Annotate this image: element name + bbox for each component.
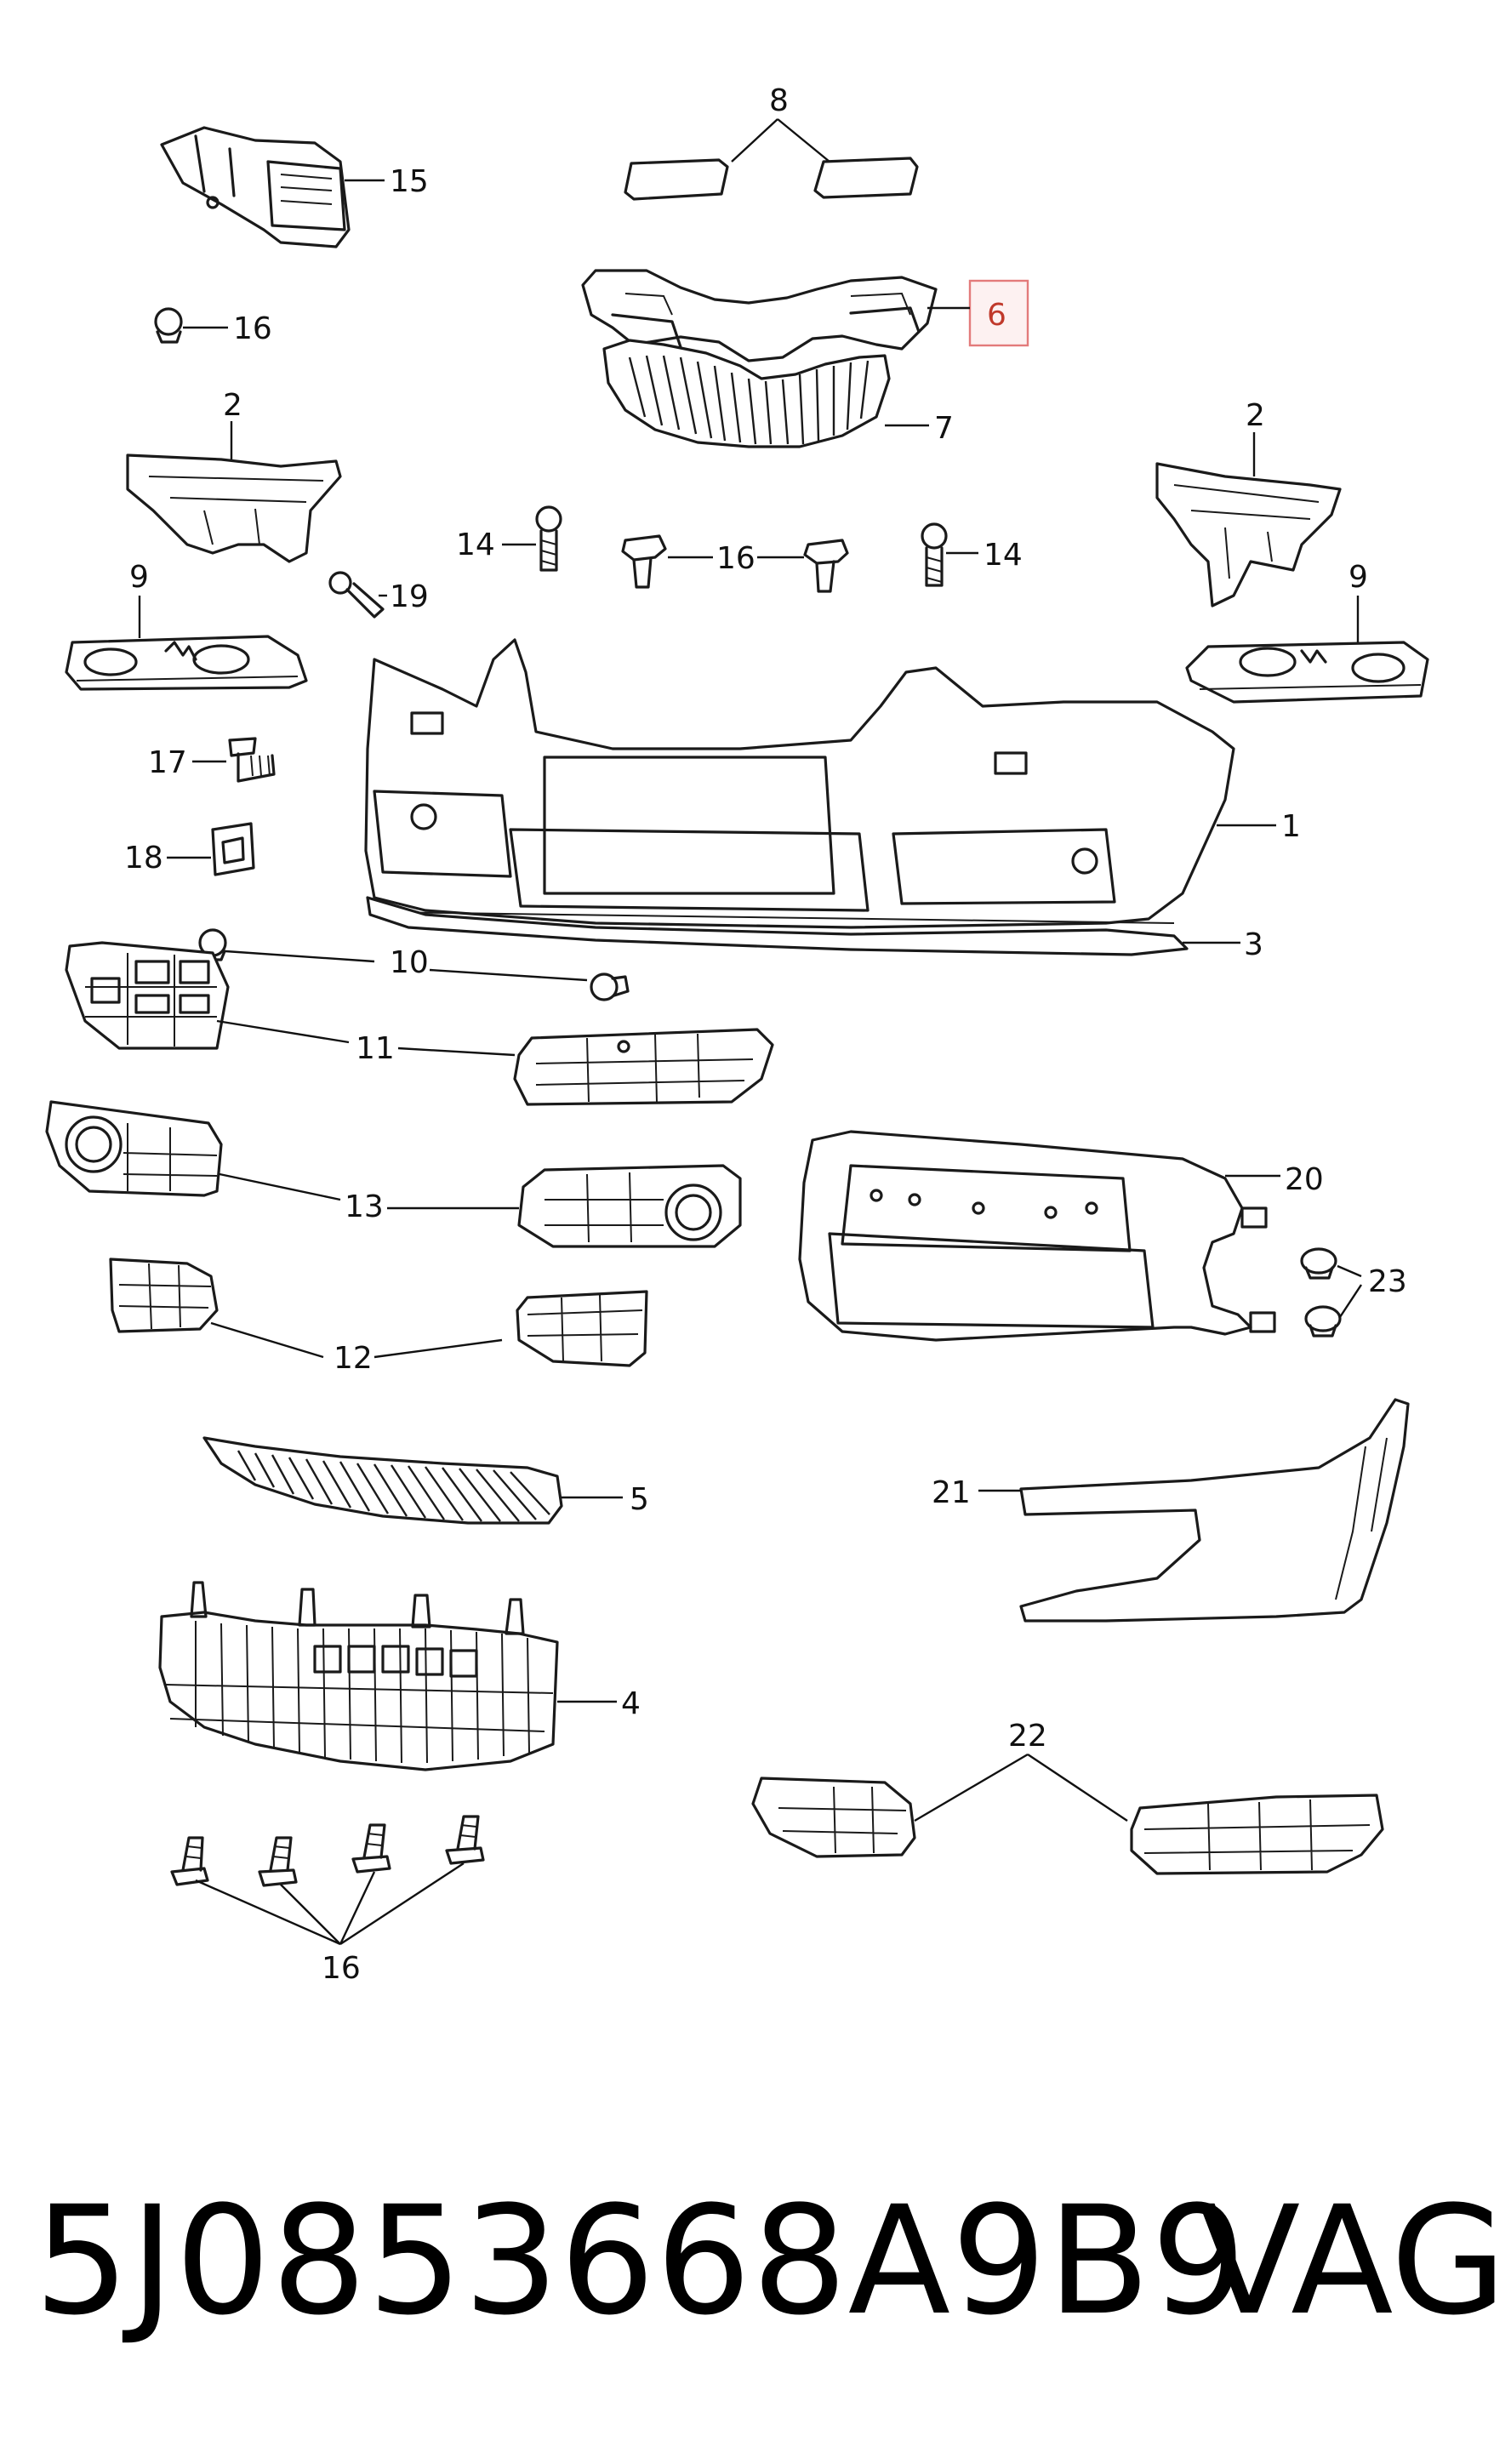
part-2-bracket-left (126, 453, 342, 563)
part-16-clip-upper (154, 307, 183, 344)
part-2-bracket-right (1155, 462, 1342, 607)
part-14-screw-left (535, 505, 562, 572)
part-12-grille-right (516, 1290, 648, 1367)
callout-9-right: 9 (1348, 560, 1368, 595)
part-16-clip-bottom-4 (445, 1815, 485, 1865)
callout-11: 11 (356, 1031, 395, 1066)
part-8-cover-left (624, 158, 729, 201)
part-11-grille-right (513, 1028, 774, 1106)
part-22-grille-left (751, 1777, 916, 1858)
callout-14-left: 14 (456, 528, 495, 562)
part-13-grille-right (517, 1164, 742, 1248)
callout-20: 20 (1285, 1162, 1324, 1197)
brand-label: VAG (1198, 2174, 1507, 2348)
callout-6-highlight-box (968, 279, 1029, 347)
callout-7: 7 (934, 411, 954, 446)
callout-16-upper: 16 (233, 311, 272, 346)
callout-12: 12 (334, 1341, 373, 1376)
part-1-bumper-cover (364, 638, 1235, 929)
callout-22: 22 (1008, 1719, 1047, 1754)
callout-21: 21 (932, 1475, 971, 1510)
callout-23: 23 (1368, 1264, 1407, 1299)
part-16-clip-center-left (621, 534, 667, 589)
callout-4: 4 (621, 1686, 641, 1721)
part-16-clip-center-right (803, 539, 849, 593)
callout-18: 18 (124, 841, 163, 876)
part-13-grille-left (45, 1100, 223, 1197)
part-19-screw (328, 571, 385, 619)
part-23-clip-lower (1304, 1305, 1342, 1338)
part-23-clip-upper (1300, 1247, 1337, 1280)
part-5-grille-strip (202, 1436, 563, 1525)
callout-9-left: 9 (129, 560, 149, 595)
part-9-foglamp-bracket-right (1185, 641, 1429, 704)
callout-1: 1 (1281, 809, 1301, 844)
part-16-clip-bottom-1 (170, 1836, 209, 1886)
part-11-grille-left (65, 941, 230, 1050)
callout-6: 6 (987, 298, 1006, 333)
callout-2-right: 2 (1246, 398, 1265, 433)
part-22-grille-right (1130, 1794, 1384, 1875)
part-15-bracket (160, 126, 351, 248)
part-10-clip-right (590, 972, 630, 1001)
part-12-grille-left (109, 1258, 219, 1333)
callout-10: 10 (390, 945, 429, 980)
callout-16-bottom: 16 (322, 1951, 361, 1986)
callout-5: 5 (630, 1482, 649, 1517)
callout-15: 15 (390, 164, 429, 199)
part-7-radiator-grille (602, 339, 891, 448)
callout-17: 17 (148, 745, 187, 780)
callout-14-right: 14 (984, 538, 1023, 573)
part-number-label: 5J0853668A9B9 (34, 2174, 1247, 2348)
part-3-spoiler-lip (366, 896, 1189, 956)
callout-3: 3 (1244, 927, 1263, 962)
callout-19: 19 (390, 579, 429, 614)
callout-16-center: 16 (716, 541, 756, 576)
callout-8: 8 (769, 83, 789, 118)
part-18-clip (211, 822, 255, 876)
part-17-bolt (228, 737, 276, 783)
part-16-clip-bottom-2 (258, 1836, 298, 1887)
part-4-grille-carrier (158, 1581, 559, 1771)
part-14-screw-right (921, 522, 948, 587)
part-8-cover-right (813, 157, 919, 199)
callout-13: 13 (345, 1189, 384, 1224)
part-20-lower-insert (798, 1130, 1276, 1342)
part-21-trim-strip (1019, 1398, 1410, 1623)
callout-2-left: 2 (223, 388, 242, 423)
part-6-grille-frame (581, 269, 938, 362)
part-16-clip-bottom-3 (351, 1823, 391, 1874)
part-9-foglamp-bracket-left (65, 635, 308, 691)
